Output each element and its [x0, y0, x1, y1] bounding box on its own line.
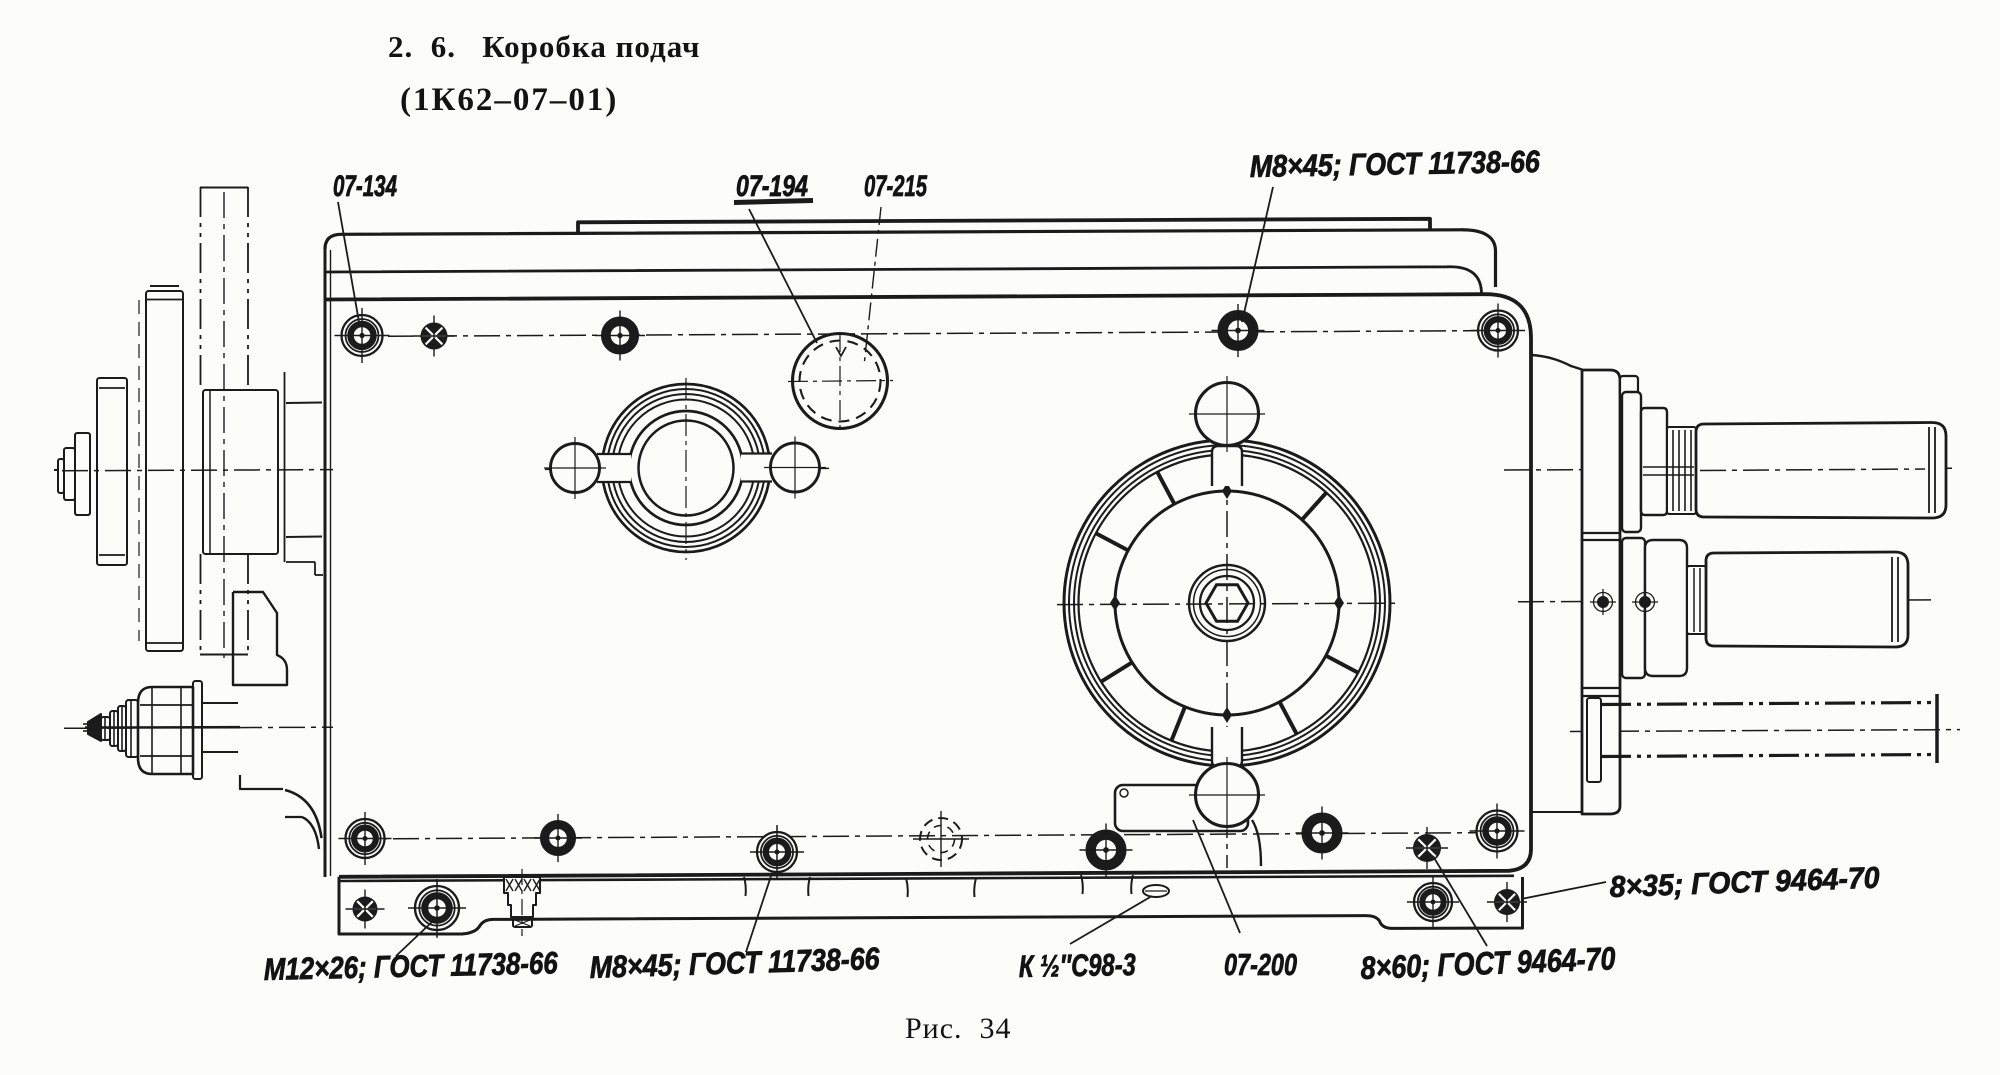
svg-text:07-215: 07-215 — [864, 170, 928, 203]
svg-text:2. 6. Коробка подач: 2. 6. Коробка подач — [388, 29, 700, 64]
svg-text:07-200: 07-200 — [1224, 947, 1297, 982]
svg-text:М12×26; ГОСТ 11738-66: М12×26; ГОСТ 11738-66 — [263, 945, 558, 987]
svg-text:М8×45; ГОСТ 11738-66: М8×45; ГОСТ 11738-66 — [589, 941, 881, 985]
svg-text:(1К62–07–01): (1К62–07–01) — [400, 82, 618, 118]
svg-text:М8×45; ГОСТ 11738-66: М8×45; ГОСТ 11738-66 — [1250, 144, 1541, 184]
svg-text:8×60; ГОСТ 9464-70: 8×60; ГОСТ 9464-70 — [1360, 940, 1616, 986]
svg-text:07-134: 07-134 — [333, 170, 397, 203]
svg-text:07-194: 07-194 — [736, 170, 808, 203]
svg-text:К ½″С98-3: К ½″С98-3 — [1019, 947, 1137, 984]
svg-text:Рис. 34: Рис. 34 — [905, 1012, 1012, 1045]
svg-text:8×35; ГОСТ 9464-70: 8×35; ГОСТ 9464-70 — [1609, 862, 1880, 904]
